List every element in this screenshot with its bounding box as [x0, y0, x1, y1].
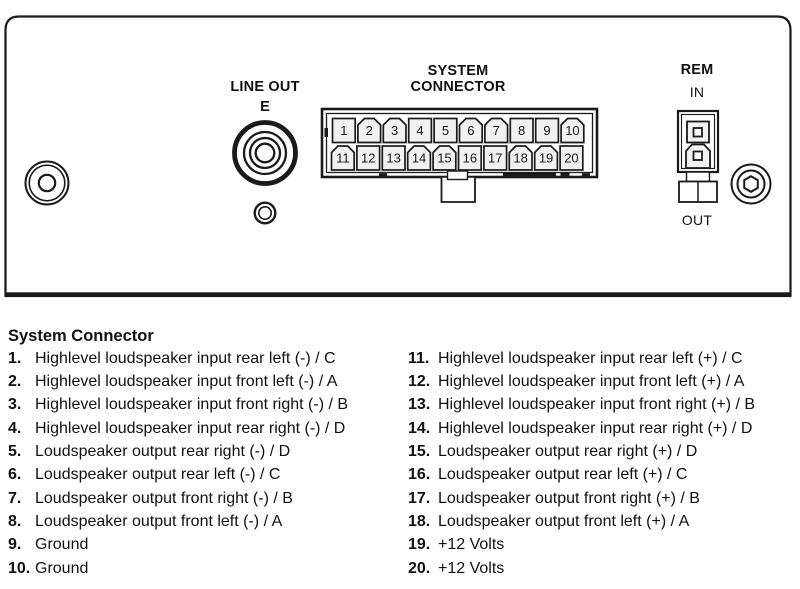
system-connector-label-1: SYSTEM: [427, 63, 489, 79]
system-connector-pin-5: [433, 117, 458, 144]
pin-number: 16: [463, 151, 477, 166]
system-connector-pin-6: [458, 117, 484, 144]
system-connector-pin-20: [559, 145, 584, 171]
pin-number: 8: [518, 123, 525, 138]
connector-mark: [379, 173, 387, 177]
system-connector-pin-7: [484, 117, 509, 144]
connector-latch-tab: [440, 177, 476, 203]
pin-number: 7: [493, 123, 500, 138]
panel-outline: [4, 15, 792, 296]
pin-number: 6: [467, 123, 474, 138]
line-out-rca-jack: [232, 120, 298, 186]
system-connector-pin-12: [356, 145, 381, 171]
pin-number: 20: [564, 151, 578, 166]
left-screw: [24, 160, 70, 206]
system-connector-pin-3: [382, 117, 407, 144]
pin-number: 13: [386, 151, 400, 166]
pin-number: 9: [543, 123, 550, 138]
pin-number: 15: [437, 151, 451, 166]
panel-bottom-edge: [4, 292, 792, 298]
system-connector-pin-13: [381, 145, 406, 171]
system-connector-pin-8: [509, 117, 534, 144]
right-screw: [730, 163, 772, 205]
connector-mark: [582, 173, 590, 177]
line-out-channel-label: E: [260, 99, 270, 115]
pin-row-bottom: 11 12 13 14 15 16 17 18 19 20: [330, 145, 584, 171]
pin-number: 18: [513, 151, 527, 166]
rem-connector: [676, 109, 720, 203]
pin-number: 17: [488, 151, 502, 166]
connector-mark: [503, 172, 556, 177]
system-connector-pin-2: [357, 117, 382, 144]
line-out-label: LINE OUT: [230, 79, 300, 95]
rem-label: REM: [680, 62, 714, 78]
system-connector-pin-4: [407, 117, 433, 144]
pin-number: 11: [336, 151, 350, 166]
system-connector-pin-10: [560, 117, 585, 144]
rem-pin-in-contact: [692, 127, 703, 138]
pin-number: 10: [565, 123, 579, 138]
pin-number: 5: [442, 123, 449, 138]
system-connector-pin-15: [432, 145, 457, 171]
system-connector-pin-9: [534, 117, 560, 144]
pin-number: 4: [416, 123, 423, 138]
system-connector-label-2: CONNECTOR: [410, 79, 506, 95]
small-hole: [253, 201, 277, 225]
connector-key-mark: [324, 128, 328, 137]
rem-pin-out-contact: [692, 150, 703, 161]
system-connector-pin-14: [406, 145, 432, 171]
pin-number: 19: [539, 151, 553, 166]
pin-number: 14: [412, 151, 426, 166]
system-connector-pin-17: [483, 145, 508, 171]
system-connector-pin-11: [330, 145, 356, 171]
connector-mark: [560, 173, 570, 177]
system-connector-pin-1: [331, 117, 357, 144]
system-connector-pin-18: [508, 145, 533, 171]
rem-out-label: OUT: [681, 212, 713, 228]
pin-row-top: 1 2 3 4 5 6 7 8 9 10: [331, 117, 585, 144]
rem-connector-step: [685, 171, 711, 183]
pin-number: 1: [340, 123, 347, 138]
pin-number: 12: [361, 151, 375, 166]
screw-hex-socket: [743, 175, 759, 193]
system-connector-pin-19: [533, 145, 559, 171]
connector-latch-notch: [446, 170, 469, 181]
pin-number: 2: [366, 123, 373, 138]
rem-in-label: IN: [689, 84, 705, 100]
system-connector-pin-16: [457, 145, 483, 171]
pin-number: 3: [391, 123, 398, 138]
